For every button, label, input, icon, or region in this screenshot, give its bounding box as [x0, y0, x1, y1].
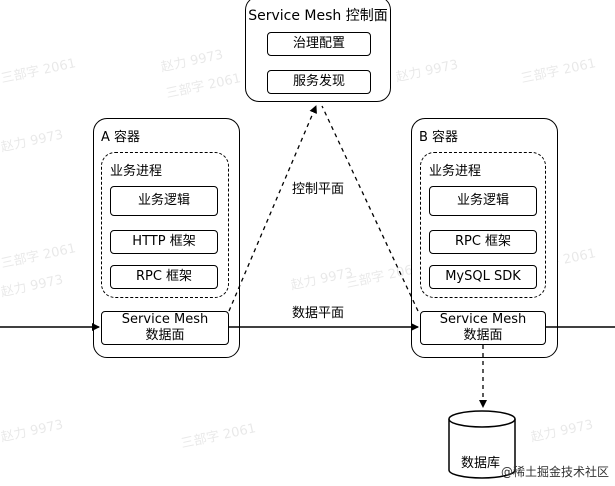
container-b-business-logic: 业务逻辑: [429, 186, 537, 216]
container-a-http-framework: HTTP 框架: [110, 230, 218, 254]
service-discovery-node: 服务发现: [267, 70, 371, 94]
container-a-process-title: 业务进程: [110, 164, 163, 179]
data-plane-link-label: 数据平面: [292, 306, 345, 321]
governance-config-node: 治理配置: [267, 32, 371, 56]
container-a-business-logic: 业务逻辑: [110, 186, 218, 216]
control-plane-link-label: 控制平面: [292, 182, 345, 197]
control-link-a: [228, 105, 317, 312]
database-cylinder-icon: [448, 410, 516, 479]
container-b-process-title: 业务进程: [429, 164, 482, 179]
container-a-rpc-framework: RPC 框架: [110, 265, 218, 289]
container-a-mesh-data-plane: Service Mesh 数据面: [101, 311, 229, 345]
container-b-mesh-data-plane: Service Mesh 数据面: [420, 311, 546, 345]
control-link-b: [321, 105, 419, 312]
container-b-title: B 容器: [419, 130, 459, 145]
control-plane-title: Service Mesh 控制面: [248, 8, 388, 24]
container-b-rpc-framework: RPC 框架: [429, 230, 537, 254]
container-a-title: A 容器: [101, 130, 141, 145]
container-b-mysql-sdk: MySQL SDK: [429, 265, 537, 289]
database-label: 数据库: [461, 456, 501, 471]
footer-credit: @稀土掘金技术社区: [500, 465, 609, 479]
